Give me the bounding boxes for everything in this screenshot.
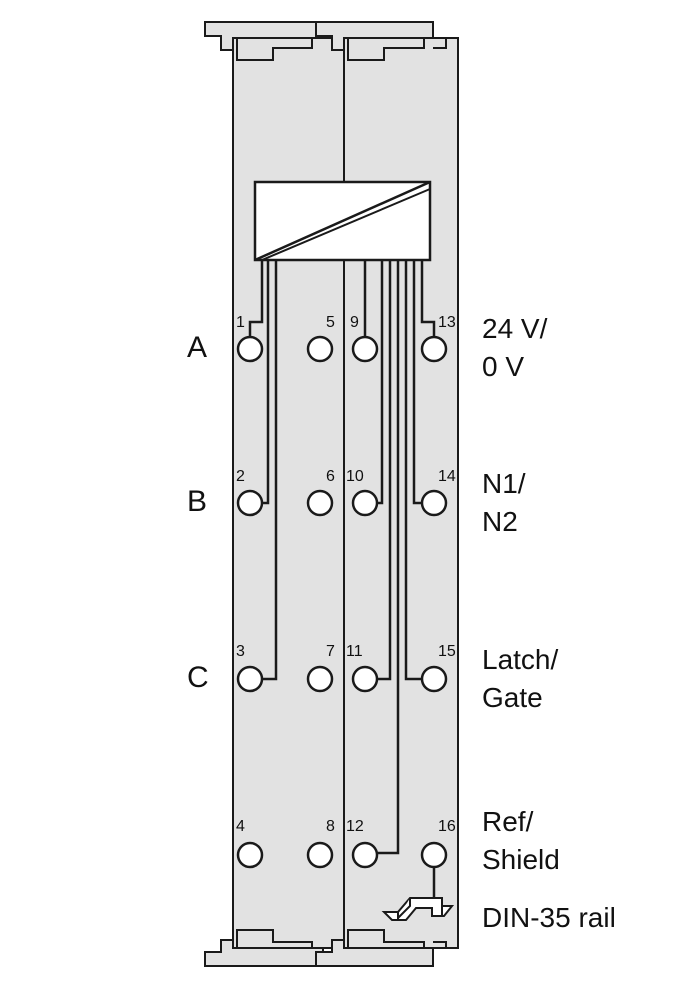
terminal-number-16: 16 [438, 818, 456, 835]
wire-terminal-13 [420, 260, 436, 338]
wire-terminal-1 [248, 260, 264, 338]
terminal-number-12: 12 [346, 818, 364, 835]
terminal-number-1: 1 [236, 314, 245, 331]
terminal-number-6: 6 [326, 468, 335, 485]
terminal-6 [306, 489, 334, 517]
terminal-number-3: 3 [236, 643, 245, 660]
terminal-8 [306, 841, 334, 869]
terminal-number-9: 9 [350, 314, 359, 331]
terminal-7 [306, 665, 334, 693]
terminal-number-15: 15 [438, 643, 456, 660]
terminal-number-14: 14 [438, 468, 456, 485]
din-rail-icon [381, 897, 455, 921]
isolation-block [253, 180, 432, 262]
terminal-14 [420, 489, 448, 517]
row-label-b: B [187, 485, 207, 518]
terminal-number-5: 5 [326, 314, 335, 331]
terminals [236, 335, 448, 869]
terminal-11 [351, 665, 379, 693]
row-labels: A B C [187, 331, 209, 694]
terminal-9 [351, 335, 379, 363]
terminal-number-8: 8 [326, 818, 335, 835]
wiring [248, 260, 436, 902]
top-clip-right [315, 21, 434, 51]
ref-label-line1: Ref/ [482, 806, 534, 837]
n-label-line1: N1/ [482, 468, 526, 499]
terminal-10 [351, 489, 379, 517]
terminal-1 [236, 335, 264, 363]
terminal-number-4: 4 [236, 818, 245, 835]
terminal-number-11: 11 [346, 643, 363, 660]
wire-terminal-12 [376, 260, 400, 855]
row-label-c: C [187, 661, 209, 694]
latch-label-line2: Gate [482, 682, 543, 713]
terminal-16 [420, 841, 448, 869]
n-label-line2: N2 [482, 506, 518, 537]
terminal-number-13: 13 [438, 314, 456, 331]
terminal-number-7: 7 [326, 643, 335, 660]
wire-terminal-3 [262, 260, 278, 681]
terminal-3 [236, 665, 264, 693]
terminal-number-10: 10 [346, 468, 364, 485]
terminal-12 [351, 841, 379, 869]
wire-terminal-15 [404, 260, 423, 681]
power-label-line1: 24 V/ [482, 313, 548, 344]
terminal-15 [420, 665, 448, 693]
bottom-clip-right [315, 939, 434, 967]
latch-label-line1: Latch/ [482, 644, 558, 675]
terminal-5 [306, 335, 334, 363]
terminal-numbers: 1 2 3 4 5 6 7 8 9 10 11 12 13 14 15 16 [236, 314, 456, 835]
wire-terminal-2 [262, 260, 270, 505]
wire-terminal-11 [376, 260, 392, 681]
terminal-2 [236, 489, 264, 517]
terminal-4 [236, 841, 264, 869]
wire-terminal-14 [412, 260, 423, 505]
din-rail-label: DIN-35 rail [482, 902, 616, 933]
terminal-number-2: 2 [236, 468, 245, 485]
power-label-line2: 0 V [482, 351, 524, 382]
row-label-a: A [187, 331, 207, 364]
ref-label-line2: Shield [482, 844, 560, 875]
signal-labels: 24 V/ 0 V N1/ N2 Latch/ Gate Ref/ Shield… [482, 313, 616, 933]
terminal-13 [420, 335, 448, 363]
